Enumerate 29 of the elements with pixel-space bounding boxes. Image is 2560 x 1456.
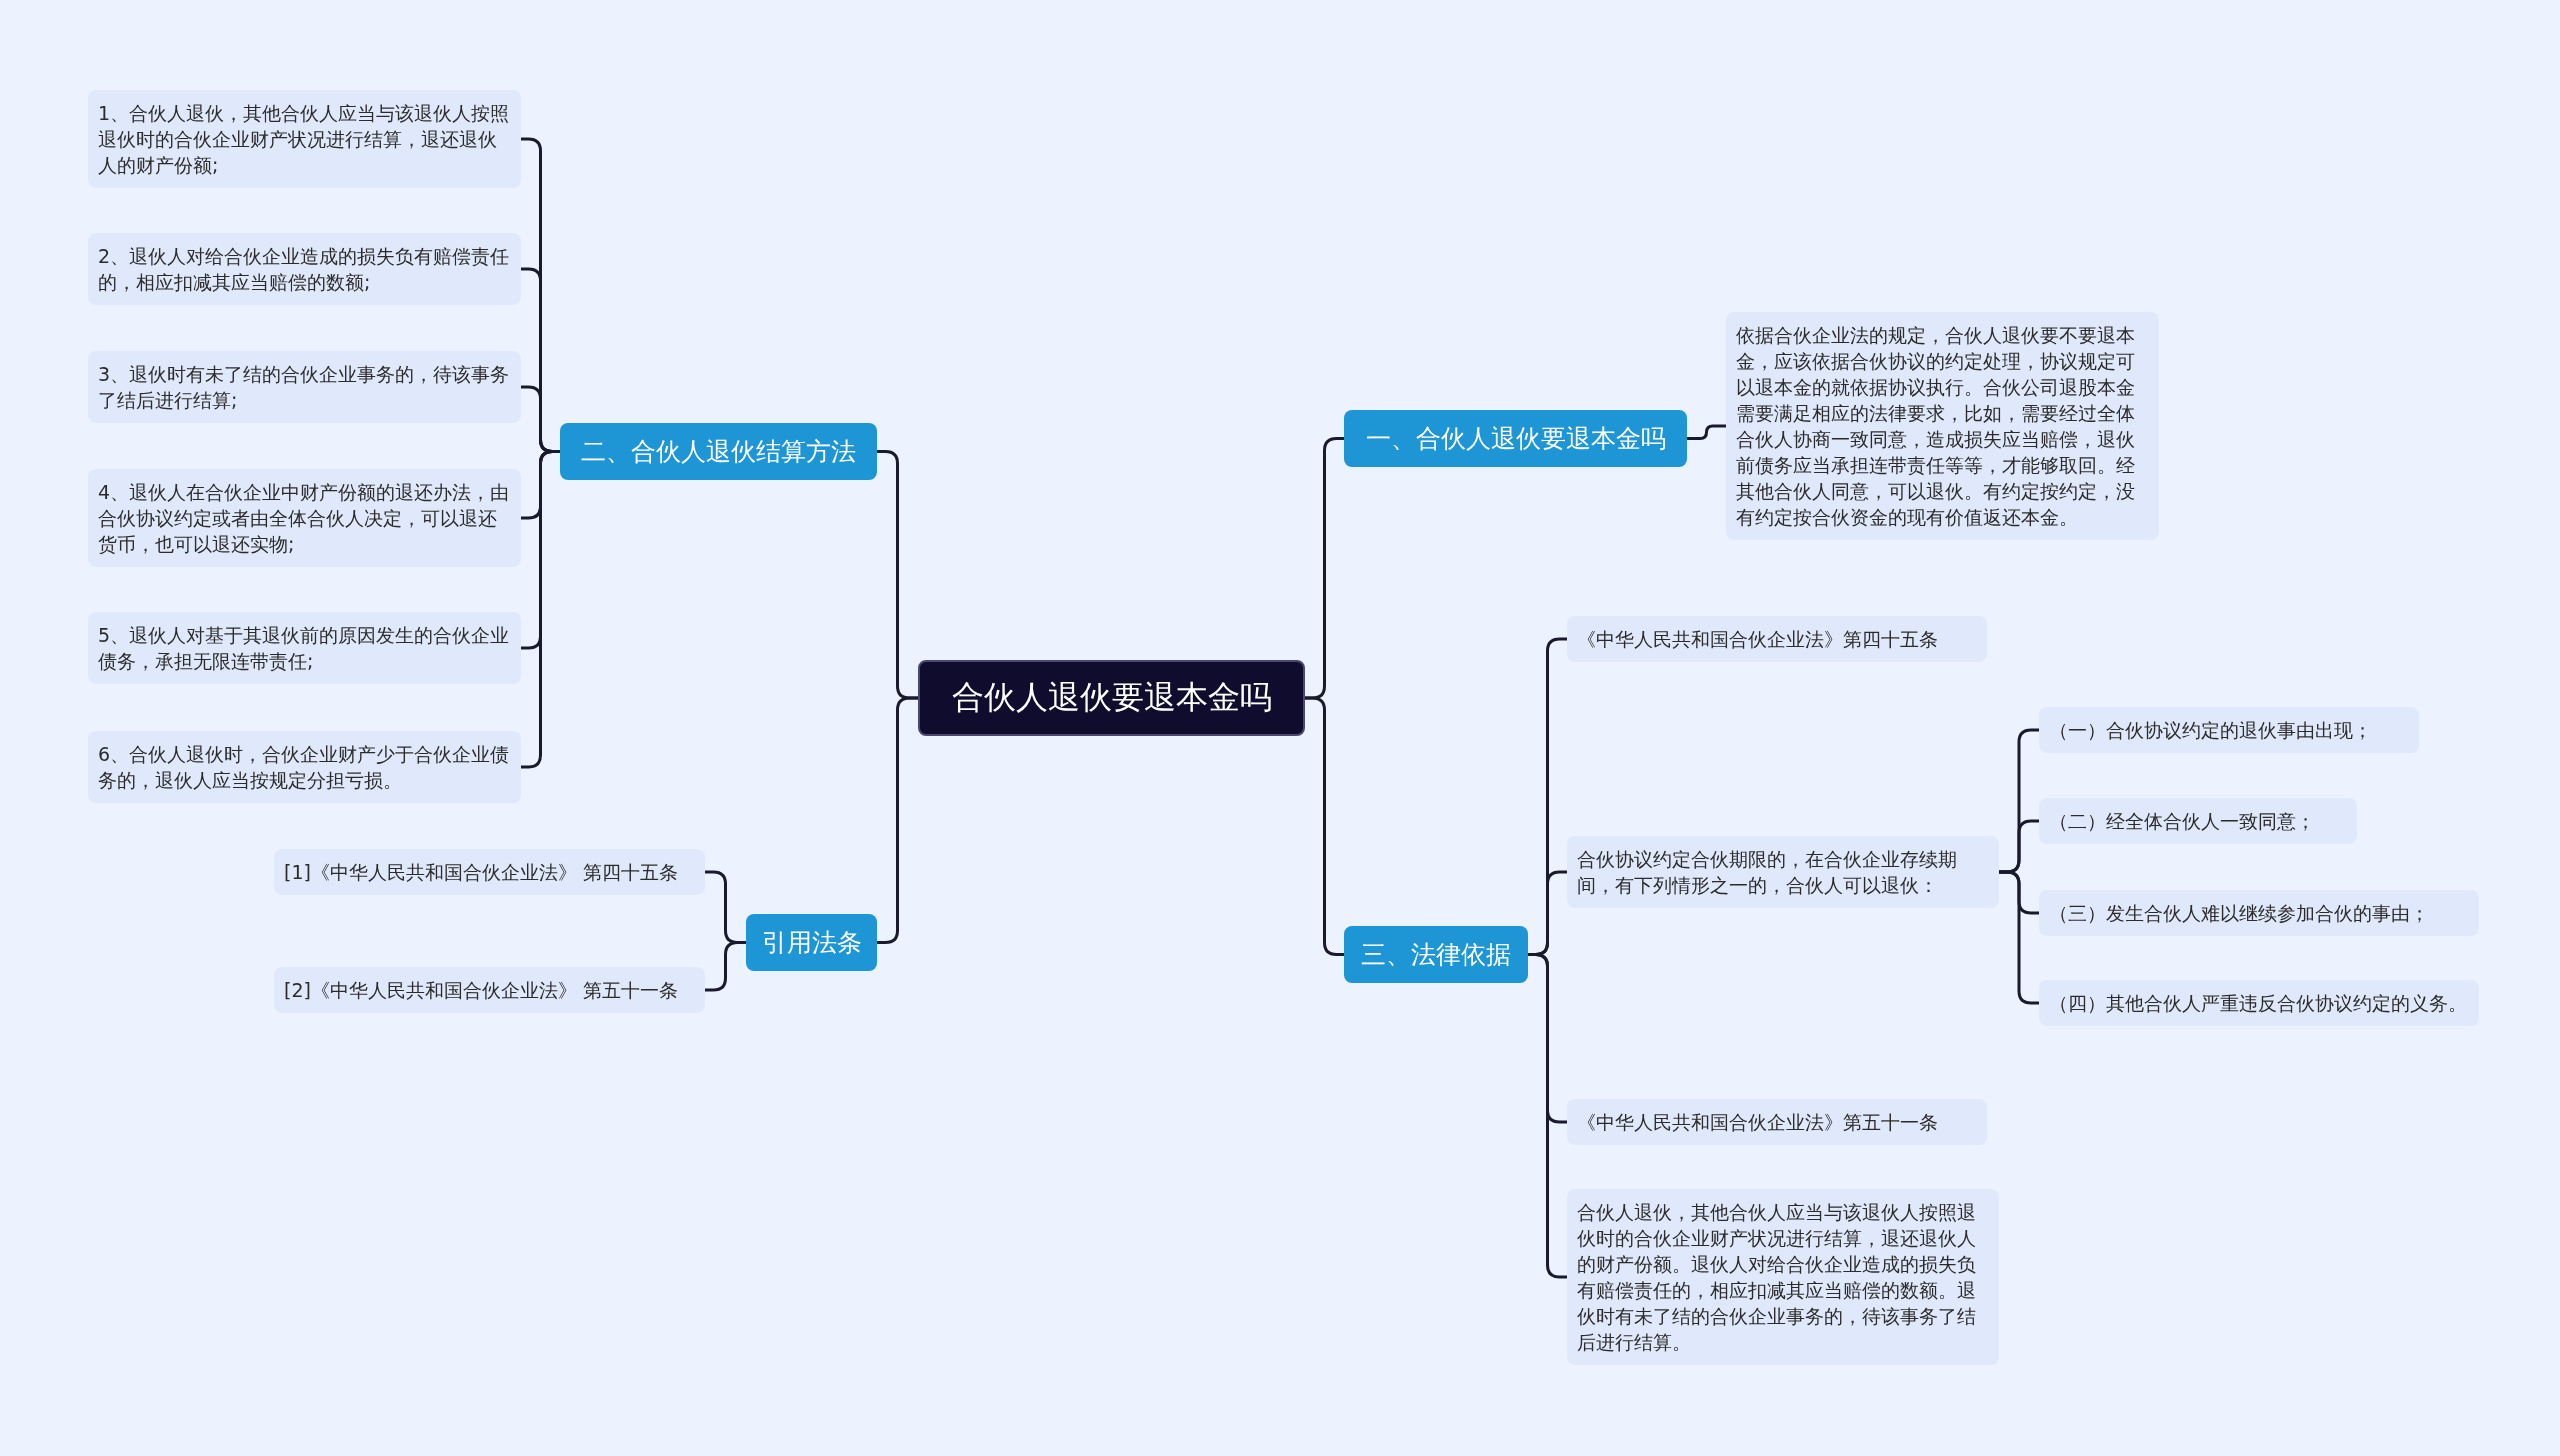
subtopic-card: 1、合伙人退伙，其他合伙人应当与该退伙人按照退伙时的合伙企业财产状况进行结算，退还退伙人的财产份额; (88, 90, 521, 188)
subtopic-card: 《中华人民共和国合伙企业法》第四十五条 (1567, 616, 1987, 662)
subtopic-card: （三）发生合伙人难以继续参加合伙的事由； (2039, 890, 2479, 936)
subtopic-card: [1]《中华人民共和国合伙企业法》 第四十五条 (274, 849, 705, 895)
subtopic-card: （四）其他合伙人严重违反合伙协议约定的义务。 (2039, 980, 2479, 1026)
subtopic-card: （二）经全体合伙人一致同意； (2039, 798, 2357, 844)
central-topic: 合伙人退伙要退本金吗 (918, 660, 1305, 736)
connector-line (1305, 696, 1344, 956)
subtopic-card: 2、退伙人对给合伙企业造成的损失负有赔偿责任的，相应扣减其应当赔偿的数额; (88, 233, 521, 305)
subtopic-card: 3、退伙时有未了结的合伙企业事务的，待该事务了结后进行结算; (88, 351, 521, 423)
subtopic-card: 《中华人民共和国合伙企业法》第五十一条 (1567, 1099, 1987, 1145)
branch-topic: 三、法律依据 (1344, 926, 1528, 983)
connector-line (1999, 870, 2039, 1005)
subtopic-card: 6、合伙人退伙时，合伙企业财产少于合伙企业债务的，退伙人应当按规定分担亏损。 (88, 731, 521, 803)
subtopic-card: 合伙协议约定合伙期限的，在合伙企业存续期间，有下列情形之一的，合伙人可以退伙： (1567, 836, 1999, 908)
subtopic-card: [2]《中华人民共和国合伙企业法》 第五十一条 (274, 967, 705, 1013)
connector-line (1528, 953, 1567, 1279)
subtopic-card: 依据合伙企业法的规定，合伙人退伙要不要退本金，应该依据合伙协议的约定处理，协议规定可以退本金的就依据协议执行。合伙公司退股本金需要满足相应的法律要求，比如，需要经过全体合伙人协商一致同意，造成损失应当赔偿，退伙前债务应当承担连带责任等等，才能够取回。经其他合伙人同意，可以退伙。有约定按约定，没有约定按合伙资金的现有价值返还本金。 (1726, 312, 2159, 540)
connector-line (521, 450, 560, 769)
connector-line (1687, 424, 1726, 440)
connector-line (877, 696, 918, 944)
subtopic-card: 5、退伙人对基于其退伙前的原因发生的合伙企业债务，承担无限连带责任; (88, 612, 521, 684)
subtopic-card: 4、退伙人在合伙企业中财产份额的退还办法，由合伙协议约定或者由全体合伙人决定，可以退还货币，也可以退还实物; (88, 469, 521, 567)
connector-line (705, 941, 746, 992)
branch-topic: 引用法条 (746, 914, 877, 971)
branch-topic: 二、合伙人退伙结算方法 (560, 423, 877, 480)
subtopic-card: 合伙人退伙，其他合伙人应当与该退伙人按照退伙时的合伙企业财产状况进行结算，退还退伙人的财产份额。退伙人对给合伙企业造成的损失负有赔偿责任的，相应扣减其应当赔偿的数额。退伙时有未了结的合伙企业事务的，待该事务了结后进行结算。 (1567, 1189, 1999, 1365)
branch-topic: 一、合伙人退伙要退本金吗 (1344, 410, 1687, 467)
subtopic-card: （一）合伙协议约定的退伙事由出现； (2039, 707, 2419, 753)
